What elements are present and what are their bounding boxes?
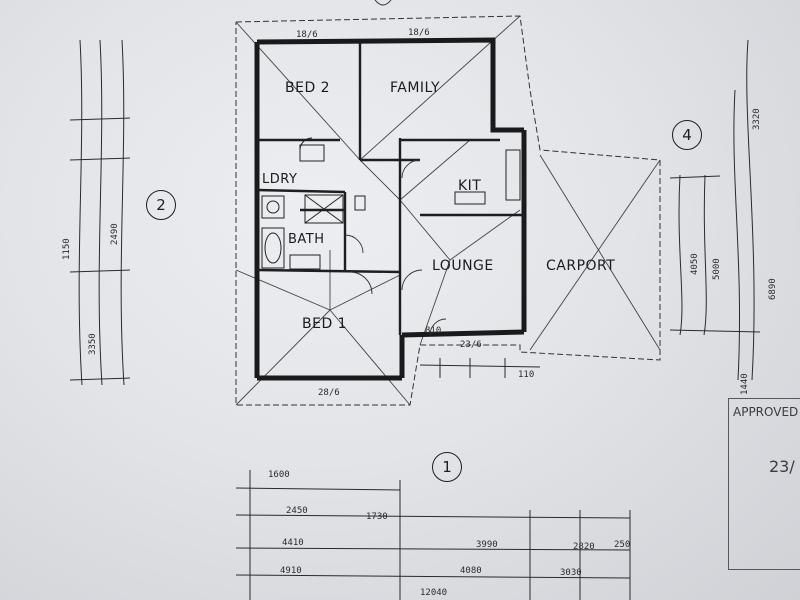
dim-2490: 2490 [110,223,120,245]
dim-lounge-width: 23/6 [460,340,482,350]
roof-outline [235,15,661,406]
room-label-bath: BATH [288,232,325,247]
section-marker-1: 1 [432,452,462,482]
dim-6890: 6890 [768,278,778,300]
roof-hip-lines [235,15,661,406]
fixtures [261,137,521,270]
right-dimension-lines [669,39,761,381]
dim-1730: 1730 [366,512,388,522]
bottom-dimension-lines [235,358,631,600]
section-marker-4: 4 [672,120,702,150]
left-dimension-lines [69,39,131,386]
door-swings [344,159,447,336]
dim-2450: 2450 [286,506,308,516]
dim-110: 110 [518,370,535,380]
dim-3350: 3350 [88,333,98,355]
exterior-walls [254,37,527,381]
room-label-bed1: BED 1 [302,316,348,332]
dim-12040: 12040 [420,588,448,598]
approval-stamp: APPROVED 23/ [728,398,800,570]
dim-250: 250 [614,540,631,550]
room-label-kit: KIT [458,178,482,194]
dim-4050: 4050 [690,253,700,275]
room-label-family: FAMILY [390,80,441,96]
dim-2820: 2820 [573,542,595,552]
dim-3030: 3030 [560,568,582,578]
stamp-date: 23/ [769,457,795,476]
room-label-bed2: BED 2 [285,80,331,96]
top-marker-arc [374,0,392,6]
dim-1600: 1600 [268,470,290,480]
dim-top-left: 18/6 [296,30,318,40]
dim-3320: 3320 [752,108,762,130]
dim-1440: 1440 [740,373,750,395]
dim-4910: 4910 [280,566,302,576]
room-label-ldry: LDRY [262,172,298,187]
room-label-lounge: LOUNGE [432,258,494,274]
dim-1150: 1150 [62,238,72,260]
dim-bed1-width: 28/6 [318,388,340,398]
dim-top-right: 18/6 [408,28,430,38]
interior-walls [256,42,524,335]
dim-5000: 5000 [712,258,722,280]
dim-4080: 4080 [460,566,482,576]
dim-3990: 3990 [476,540,498,550]
room-label-carport: CARPORT [546,258,616,274]
section-marker-2: 2 [146,190,176,220]
stamp-approved: APPROVED [733,405,799,419]
dim-810: 810 [425,326,442,336]
dim-4410: 4410 [282,538,304,548]
